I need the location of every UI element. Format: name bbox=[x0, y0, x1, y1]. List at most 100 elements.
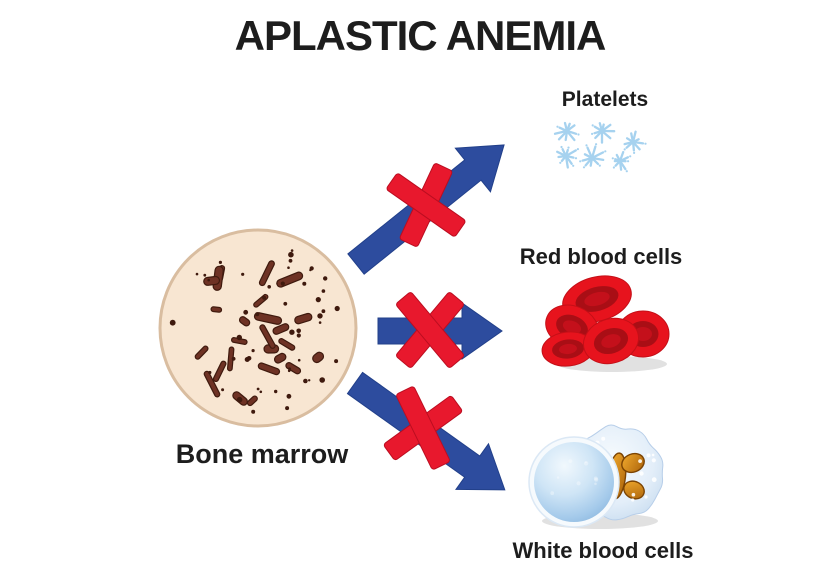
platelet-center bbox=[617, 158, 623, 164]
platelet-arm bbox=[632, 142, 636, 152]
marrow-dot bbox=[251, 349, 255, 353]
marrow-spot bbox=[312, 351, 325, 364]
marrow-dot bbox=[317, 313, 323, 319]
lymphocyte-speckle bbox=[583, 461, 589, 466]
label-white-blood-cells: White blood cells bbox=[512, 538, 694, 563]
platelet bbox=[623, 130, 647, 154]
marrow-dot bbox=[236, 334, 242, 341]
platelet-arm bbox=[566, 149, 577, 157]
marrow-spot bbox=[273, 352, 287, 364]
platelet-arm bbox=[586, 146, 593, 158]
marrow-spot bbox=[210, 306, 223, 313]
marrow-dot bbox=[280, 281, 285, 286]
platelet-arm bbox=[566, 131, 576, 142]
marrow-spot bbox=[294, 312, 313, 325]
platelet-arm bbox=[567, 124, 576, 132]
marrow-dot bbox=[218, 260, 222, 264]
marrow-dot bbox=[236, 396, 243, 403]
x-bar bbox=[396, 386, 450, 470]
platelet-arm bbox=[567, 130, 578, 135]
lymphocyte-speckle bbox=[593, 476, 598, 481]
platelets-illustration bbox=[553, 121, 647, 173]
marrow-dot bbox=[207, 278, 210, 282]
lymphocyte-speckle bbox=[585, 461, 587, 464]
red-blood-cell bbox=[541, 331, 595, 367]
neutrophil-granule bbox=[646, 453, 651, 458]
diagram-title: APLASTIC ANEMIA bbox=[234, 12, 607, 59]
bone-marrow-circle bbox=[158, 228, 358, 428]
marrow-spot bbox=[259, 324, 276, 349]
marrow-dot bbox=[286, 393, 292, 399]
lymphocyte-speckle bbox=[550, 491, 555, 496]
platelet-center bbox=[599, 128, 605, 134]
marrow-dot bbox=[243, 309, 249, 315]
label-red-blood-cells: Red blood cells bbox=[519, 244, 683, 269]
platelet-fleck bbox=[591, 132, 594, 135]
platelet-arm bbox=[625, 141, 634, 149]
marrow-dot bbox=[221, 388, 225, 392]
platelet-arm bbox=[633, 141, 645, 145]
marrow-spot bbox=[212, 360, 227, 383]
neutrophil-granule bbox=[601, 436, 606, 441]
platelet-fleck bbox=[591, 124, 594, 127]
marrow-dot bbox=[241, 272, 245, 276]
marrow-dot bbox=[283, 301, 288, 306]
marrow-dot bbox=[288, 251, 294, 258]
marrow-dot bbox=[303, 378, 308, 384]
platelet-arm bbox=[619, 161, 627, 171]
neutrophil-granule bbox=[644, 495, 648, 499]
platelet-fleck bbox=[574, 157, 578, 160]
nucleus-lobe bbox=[623, 480, 645, 500]
platelet-arm bbox=[565, 156, 569, 169]
marrow-spot bbox=[258, 260, 275, 287]
platelet-center bbox=[630, 139, 636, 145]
lymphocyte-speckle bbox=[594, 477, 599, 482]
neutrophil-granule bbox=[631, 492, 636, 497]
neutrophil-granule bbox=[651, 458, 656, 463]
platelet-fleck bbox=[611, 157, 614, 160]
neutrophil-granule bbox=[638, 459, 642, 463]
platelet-fleck bbox=[560, 145, 563, 149]
platelet-arm bbox=[556, 150, 566, 157]
marrow-dot bbox=[308, 379, 311, 382]
platelet-arm bbox=[632, 130, 637, 142]
marrow-spot bbox=[278, 338, 296, 351]
lymphocyte-speckle bbox=[568, 459, 573, 463]
platelet-fleck bbox=[572, 164, 575, 167]
marrow-dot bbox=[289, 329, 295, 335]
neutrophil-granule bbox=[631, 498, 635, 502]
marrow-dot bbox=[267, 285, 272, 289]
platelet-fleck bbox=[644, 142, 647, 145]
platelet-fleck bbox=[556, 125, 559, 128]
platelet-fleck bbox=[582, 166, 586, 169]
marrow-dot bbox=[259, 390, 263, 394]
platelet-fleck bbox=[623, 148, 626, 151]
marrow-dot bbox=[334, 359, 339, 364]
marrow-dot bbox=[321, 309, 326, 314]
marrow-spot bbox=[194, 345, 209, 360]
marrow-spot bbox=[272, 323, 290, 335]
lymphocyte-speckle bbox=[594, 482, 597, 486]
bone-marrow-illustration bbox=[158, 228, 358, 428]
white-blood-cells-illustration bbox=[528, 424, 664, 529]
lymphocyte-speckle bbox=[576, 481, 581, 486]
platelet-fleck bbox=[576, 148, 580, 151]
lymphocyte-speckles bbox=[550, 459, 599, 496]
x-mark-red-blood-cells bbox=[396, 292, 464, 368]
marrow-dot bbox=[319, 377, 326, 383]
platelet-arm bbox=[633, 138, 640, 143]
nucleus-lobe bbox=[621, 452, 645, 474]
marrow-spot bbox=[203, 275, 221, 286]
x-mark-platelets bbox=[386, 163, 466, 247]
marrow-spot bbox=[238, 316, 251, 327]
platelet bbox=[556, 145, 580, 169]
platelet-arm bbox=[601, 130, 612, 140]
marrow-dot bbox=[203, 273, 207, 277]
platelet-arm bbox=[553, 130, 567, 135]
marrow-dot bbox=[296, 333, 301, 338]
marrow-spot bbox=[257, 362, 281, 376]
x-bar bbox=[396, 292, 464, 368]
marrow-dot bbox=[318, 321, 322, 324]
